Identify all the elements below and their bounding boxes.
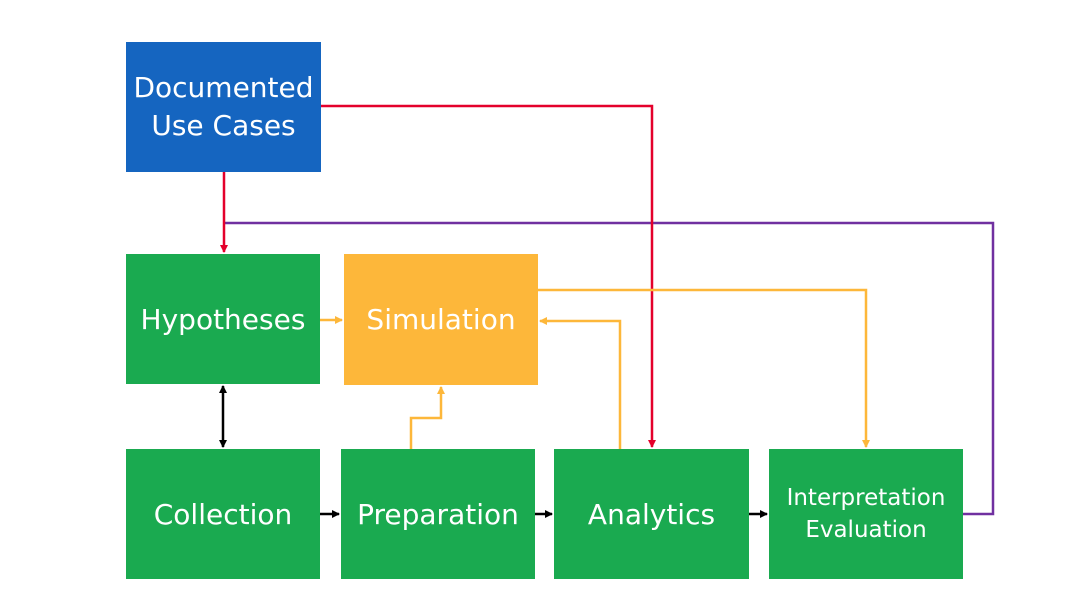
edge-simulation-to-interpretation: [538, 288, 870, 448]
edge-documented-to-analytics: [321, 104, 656, 448]
node-label: Simulation: [366, 303, 516, 336]
edge-preparation-to-simulation: [409, 386, 445, 449]
node-interpretation-evaluation: Interpretation Evaluation: [769, 449, 963, 579]
edge-analytics-to-simulation: [539, 317, 622, 449]
node-simulation: Simulation: [344, 254, 538, 385]
node-label: Collection: [153, 497, 293, 531]
node-hypotheses: Hypotheses: [126, 254, 320, 384]
node-preparation: Preparation: [341, 449, 535, 579]
node-documented-use-cases: Documented Use Cases: [126, 42, 321, 172]
node-label: Documented Use Cases: [133, 71, 314, 142]
node-label: Interpretation Evaluation: [786, 485, 946, 543]
node-label: Hypotheses: [140, 302, 306, 336]
edge-interpretation-to-hypotheses: [224, 221, 995, 516]
node-collection: Collection: [126, 449, 320, 579]
node-analytics: Analytics: [554, 449, 749, 579]
node-label: Preparation: [357, 497, 519, 531]
node-label: Analytics: [587, 497, 716, 531]
